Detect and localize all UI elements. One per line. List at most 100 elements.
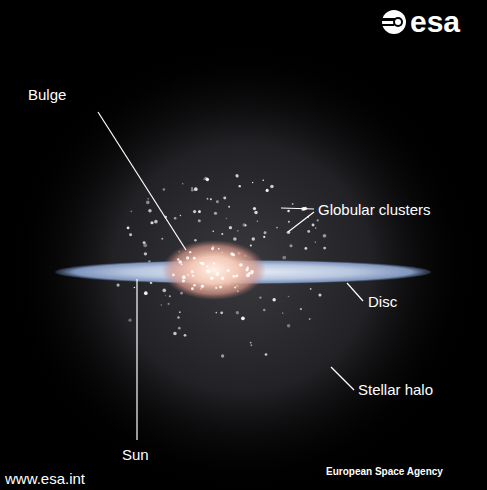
logo-text: esa xyxy=(410,5,460,40)
globular-cluster xyxy=(191,189,194,192)
globular-cluster xyxy=(194,239,196,241)
globular-cluster xyxy=(264,231,267,234)
globular-cluster xyxy=(117,284,120,287)
globular-cluster xyxy=(212,231,214,233)
globular-cluster xyxy=(216,200,219,203)
stellar-halo xyxy=(8,43,478,490)
globular-cluster xyxy=(317,219,319,221)
globular-cluster xyxy=(221,354,224,357)
globular-cluster xyxy=(130,211,132,213)
globular-cluster xyxy=(147,198,148,199)
bulge-star xyxy=(172,274,175,277)
bulge-star xyxy=(193,257,196,260)
bulge-star xyxy=(191,270,194,273)
globular-cluster xyxy=(214,212,217,215)
bulge-star xyxy=(178,260,182,264)
globular-cluster xyxy=(265,353,268,356)
globular-cluster xyxy=(309,318,311,320)
bulge-star xyxy=(187,274,189,276)
globular-cluster xyxy=(163,188,166,191)
globular-cluster xyxy=(198,210,201,213)
globular-cluster xyxy=(223,197,226,200)
globular-cluster xyxy=(179,311,181,313)
bulge-star xyxy=(227,269,230,272)
globular-cluster xyxy=(237,230,238,231)
globular-cluster xyxy=(178,327,181,330)
globular-cluster xyxy=(154,220,158,224)
globular-cluster xyxy=(312,224,315,227)
bulge-star xyxy=(211,247,214,250)
bulge-stars xyxy=(172,247,254,290)
part-label: Disc xyxy=(368,293,397,310)
bulge-star xyxy=(193,284,196,287)
globular-cluster xyxy=(182,183,184,185)
globular-cluster xyxy=(276,227,278,229)
bulge-star xyxy=(182,275,186,279)
globular-cluster xyxy=(134,287,136,289)
globular-cluster xyxy=(144,291,148,295)
globular-cluster xyxy=(161,304,162,305)
leader-line xyxy=(136,279,137,440)
globular-cluster xyxy=(207,198,209,200)
globular-cluster xyxy=(253,207,256,210)
galactic-bulge xyxy=(162,240,266,300)
globular-cluster xyxy=(226,218,227,219)
globular-cluster xyxy=(162,289,166,293)
globular-cluster xyxy=(239,185,241,187)
globular-cluster xyxy=(193,210,196,213)
globular-cluster xyxy=(282,256,286,260)
bulge-star xyxy=(230,252,233,255)
globular-cluster xyxy=(228,206,230,208)
globular-cluster xyxy=(229,226,232,229)
bulge-star xyxy=(181,263,183,265)
globular-cluster xyxy=(235,174,238,177)
globular-cluster xyxy=(177,316,179,318)
globular-cluster xyxy=(323,234,327,238)
part-label: Globular clusters xyxy=(318,201,431,218)
bulge-star xyxy=(221,277,225,281)
globular-cluster xyxy=(282,312,283,313)
website-watermark: www.esa.int xyxy=(5,470,85,487)
bulge-star xyxy=(234,287,236,289)
globular-cluster xyxy=(263,236,265,238)
globular-cluster xyxy=(146,201,150,205)
bulge-star xyxy=(189,251,191,253)
globular-cluster xyxy=(259,296,261,298)
leader-line xyxy=(347,283,363,301)
bulge-star xyxy=(186,256,189,259)
globular-cluster xyxy=(161,238,163,240)
part-label: Sun xyxy=(122,446,149,463)
globular-cluster xyxy=(221,233,223,235)
globular-cluster xyxy=(184,334,187,337)
bulge-star xyxy=(192,275,194,277)
bulge-star xyxy=(182,279,185,282)
globular-cluster xyxy=(287,324,291,328)
globular-cluster xyxy=(220,311,223,314)
bulge-star xyxy=(177,258,179,260)
bulge-star xyxy=(245,268,248,271)
globular-cluster xyxy=(262,180,264,182)
globular-cluster xyxy=(129,233,132,236)
globular-cluster xyxy=(143,243,147,247)
bulge-star xyxy=(215,272,219,276)
bulge-star xyxy=(218,248,220,250)
bulge-star xyxy=(213,262,215,264)
globular-cluster xyxy=(288,296,290,298)
globular-cluster xyxy=(250,344,252,346)
bulge-star xyxy=(206,269,210,273)
globular-cluster xyxy=(270,185,274,189)
bulge-star xyxy=(191,287,194,290)
bulge-star xyxy=(206,265,208,267)
globular-cluster xyxy=(148,209,152,213)
globular-cluster xyxy=(174,217,177,220)
globular-cluster xyxy=(191,187,193,189)
bulge-star xyxy=(210,276,213,279)
globular-cluster xyxy=(194,187,198,191)
globular-cluster xyxy=(257,220,259,222)
globular-cluster xyxy=(266,189,269,192)
globular-cluster xyxy=(144,252,147,255)
leader-line xyxy=(98,112,186,250)
bulge-star xyxy=(239,263,243,267)
globular-cluster xyxy=(263,309,265,311)
